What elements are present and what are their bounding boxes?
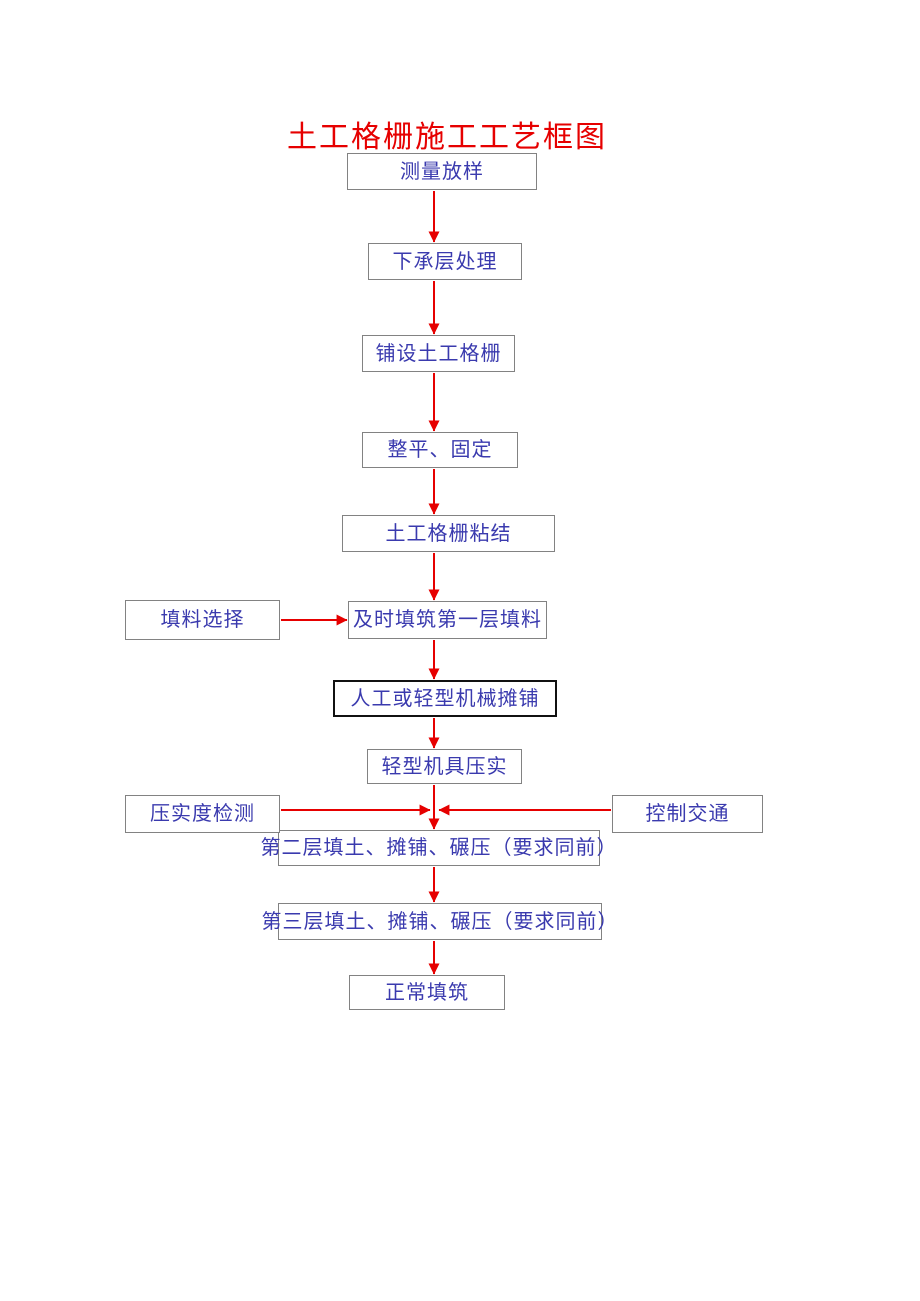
flow-node-level-and-fix: 整平、固定 [362,432,518,468]
flow-node-label: 正常填筑 [385,981,469,1004]
flow-node-geogrid-bonding: 土工格栅粘结 [342,515,555,552]
flow-node-label: 填料选择 [160,609,245,631]
flow-node-label: 第二层填土、摊铺、碾压（要求同前） [260,837,618,859]
flow-node-traffic-control: 控制交通 [612,795,763,833]
flow-node-label: 轻型机具压实 [381,755,508,778]
flow-node-third-layer: 第三层填土、摊铺、碾压（要求同前） [262,903,618,940]
flow-node-label: 人工或轻型机械摊铺 [350,687,540,710]
flow-node-lay-geogrid: 铺设土工格栅 [362,335,515,372]
diagram-title: 土工格栅施工工艺框图 [287,121,607,154]
flow-node-label: 测量放样 [400,160,484,183]
flow-node-label: 第三层填土、摊铺、碾压（要求同前） [261,910,619,933]
flow-node-label: 压实度检测 [150,803,255,825]
flow-node-subgrade-treatment: 下承层处理 [368,243,522,280]
flow-node-light-machine-compaction: 轻型机具压实 [367,749,522,784]
flow-node-label: 下承层处理 [392,250,498,273]
flow-node-survey-stakeout: 测量放样 [347,153,537,190]
flow-node-label: 土工格栅粘结 [385,522,512,545]
flow-node-manual-light-machine-spreading: 人工或轻型机械摊铺 [333,680,557,717]
flow-node-normal-filling: 正常填筑 [349,975,505,1010]
flow-node-fill-material-selection: 填料选择 [125,600,280,640]
flow-node-label: 及时填筑第一层填料 [353,609,542,631]
flow-node-compaction-test: 压实度检测 [125,795,280,833]
flow-node-label: 整平、固定 [387,439,493,461]
flow-node-label: 控制交通 [645,803,730,825]
flow-node-label: 铺设土工格栅 [375,342,502,365]
flow-node-second-layer: 第二层填土、摊铺、碾压（要求同前） [261,830,617,866]
flow-node-first-layer-fill: 及时填筑第一层填料 [348,601,547,639]
